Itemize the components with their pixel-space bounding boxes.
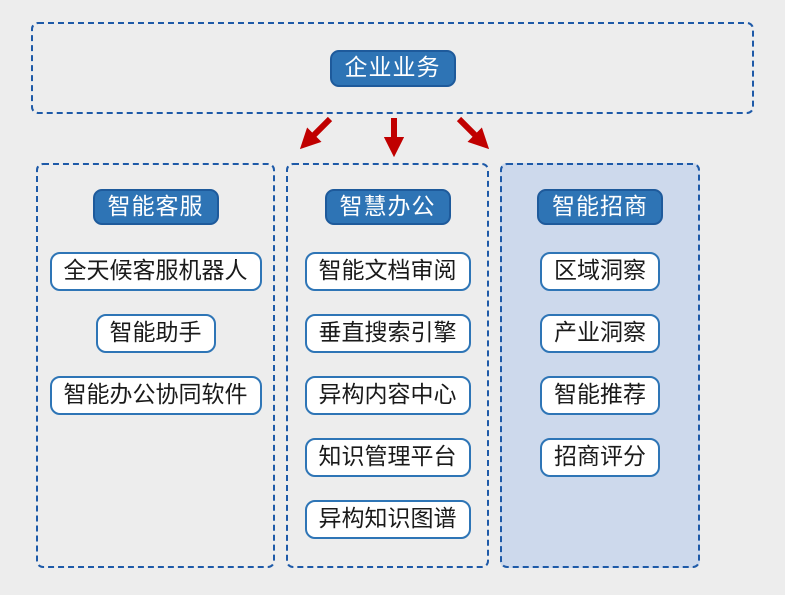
diagram-node: 知识管理平台 bbox=[304, 438, 471, 477]
column-header-intelligent-investment: 智能招商 bbox=[537, 189, 663, 225]
group-box-intelligent-customer-service: 智能客服 全天候客服机器人智能助手智能办公协同软件 bbox=[36, 163, 275, 568]
column-header-intelligent-customer-service: 智能客服 bbox=[92, 189, 219, 225]
arrow-down-left-icon bbox=[299, 116, 333, 150]
diagram-node: 全天候客服机器人 bbox=[49, 252, 262, 291]
diagram-node: 异构知识图谱 bbox=[304, 500, 471, 539]
diagram-node: 招商评分 bbox=[540, 438, 660, 477]
column-header-smart-office: 智慧办公 bbox=[324, 189, 451, 225]
diagram-node: 智能推荐 bbox=[540, 376, 660, 415]
diagram-node: 区域洞察 bbox=[540, 252, 660, 291]
node-list-intelligent-investment: 区域洞察产业洞察智能推荐招商评分 bbox=[540, 252, 660, 500]
group-box-intelligent-investment: 智能招商 区域洞察产业洞察智能推荐招商评分 bbox=[500, 163, 700, 568]
node-list-intelligent-customer-service: 全天候客服机器人智能助手智能办公协同软件 bbox=[49, 252, 262, 438]
arrow-down-right-icon bbox=[456, 116, 490, 150]
branch-arrows bbox=[299, 116, 490, 158]
diagram-node: 异构内容中心 bbox=[304, 376, 471, 415]
diagram-node: 智能文档审阅 bbox=[304, 252, 471, 291]
diagram-node: 智能助手 bbox=[95, 314, 216, 353]
diagram-node: 产业洞察 bbox=[540, 314, 660, 353]
node-list-smart-office: 智能文档审阅垂直搜索引擎异构内容中心知识管理平台异构知识图谱 bbox=[304, 252, 471, 562]
diagram-node: 智能办公协同软件 bbox=[49, 376, 262, 415]
root-node-enterprise-business: 企业业务 bbox=[329, 49, 456, 87]
enterprise-business-group-box: 企业业务 bbox=[31, 22, 754, 114]
diagram-node: 垂直搜索引擎 bbox=[304, 314, 471, 353]
group-box-smart-office: 智慧办公 智能文档审阅垂直搜索引擎异构内容中心知识管理平台异构知识图谱 bbox=[286, 163, 489, 568]
